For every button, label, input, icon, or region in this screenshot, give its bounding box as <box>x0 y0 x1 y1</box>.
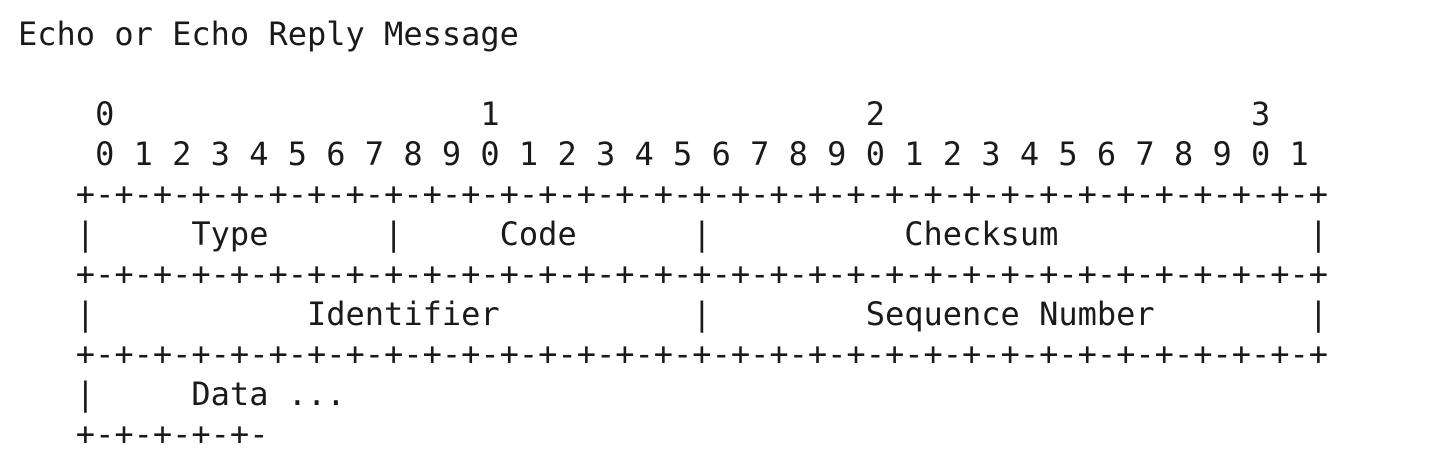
bit-header-tens: 0 1 2 3 <box>18 95 1271 133</box>
border-middle-1: +-+-+-+-+-+-+-+-+-+-+-+-+-+-+-+-+-+-+-+-… <box>18 255 1329 293</box>
border-bottom: +-+-+-+-+- <box>18 415 269 453</box>
row-identifier-sequence: | Identifier | Sequence Number | <box>18 295 1329 333</box>
row-data: | Data ... <box>18 375 346 413</box>
icmp-echo-diagram: Echo or Echo Reply Message 0 1 2 3 0 1 2… <box>18 14 1328 454</box>
border-top: +-+-+-+-+-+-+-+-+-+-+-+-+-+-+-+-+-+-+-+-… <box>18 175 1329 213</box>
diagram-title: Echo or Echo Reply Message <box>18 15 519 53</box>
bit-header-ones: 0 1 2 3 4 5 6 7 8 9 0 1 2 3 4 5 6 7 8 9 … <box>18 135 1309 173</box>
border-middle-2: +-+-+-+-+-+-+-+-+-+-+-+-+-+-+-+-+-+-+-+-… <box>18 335 1329 373</box>
spacer <box>18 54 1328 94</box>
row-type-code-checksum: | Type | Code | Checksum | <box>18 215 1329 253</box>
